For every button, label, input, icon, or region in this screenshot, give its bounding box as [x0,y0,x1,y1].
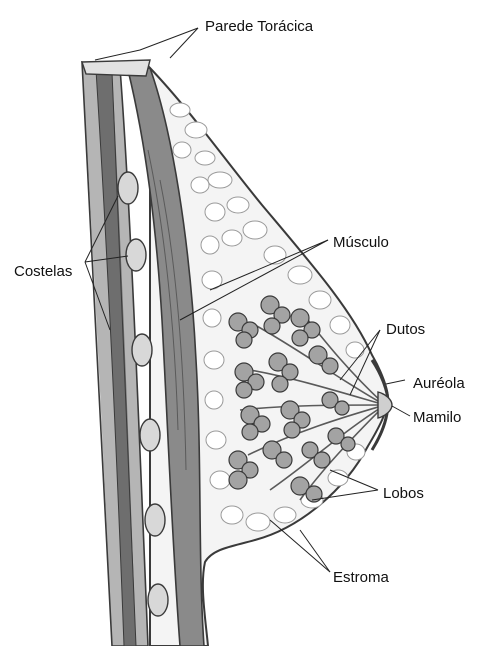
label-nipple: Mamilo [413,409,461,426]
leader-areola [386,380,405,384]
rib [145,504,165,536]
rib [148,584,168,616]
leader-nipple [392,406,410,416]
leader-chest-wall [170,28,198,58]
chest-wall-top [82,60,150,76]
leader-stroma [270,520,330,572]
label-chest-wall: Parede Torácica [205,18,314,35]
rib [132,334,152,366]
label-ribs: Costelas [14,263,72,280]
nipple [378,392,392,418]
label-lobes: Lobos [383,485,424,502]
rib [140,419,160,451]
label-muscle: Músculo [333,234,389,251]
label-ducts: Dutos [386,321,425,338]
rib [126,239,146,271]
leader-stroma [300,530,330,572]
label-areola: Auréola [413,375,465,392]
rib [118,172,138,204]
label-stroma: Estroma [333,569,390,586]
